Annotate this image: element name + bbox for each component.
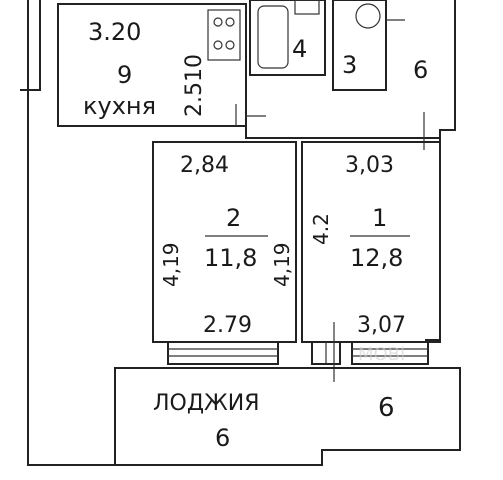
room-1-bottom-dim: 3,07 [357, 313, 406, 338]
hall-wall [245, 126, 440, 139]
bathroom: 4 [249, 0, 326, 76]
hall-area: 6 [245, 56, 440, 150]
burner-icon [225, 40, 235, 50]
kitchen-walls [57, 3, 247, 127]
sink-icon [294, 0, 320, 15]
bathroom-walls [249, 0, 326, 76]
window-frame [167, 341, 279, 365]
bathroom-number: 4 [292, 35, 307, 63]
toilet-number: 3 [342, 51, 357, 79]
kitchen-room: 3.20 9 кухня 2.510 [57, 3, 266, 127]
room-2-window [167, 341, 279, 365]
toilet-icon [355, 3, 381, 29]
room-2-right-dim: 4,19 [270, 242, 294, 287]
kitchen-door-mark [235, 104, 266, 126]
kitchen-number: 9 [117, 61, 132, 89]
room-1-window [351, 341, 429, 365]
room-1-top-dim: 3,03 [345, 153, 394, 178]
room-2-bottom-dim: 2.79 [203, 313, 252, 338]
left-wall-step [20, 0, 41, 91]
left-outer-wall [27, 0, 115, 466]
watermark-mark: MOBI [358, 344, 405, 365]
room-2-area: 11,8 [204, 244, 257, 272]
room-1-number: 1 [372, 204, 387, 232]
burner-icon [213, 17, 223, 27]
bathtub-icon [257, 5, 289, 69]
hall-number: 6 [413, 56, 428, 84]
room-2-number: 2 [226, 204, 241, 232]
burner-icon [213, 40, 223, 50]
burner-icon [225, 17, 235, 27]
toilet-walls [332, 0, 387, 91]
loggia: ЛОДЖИЯ 6 6 [114, 367, 461, 466]
windows [167, 322, 429, 382]
loggia-area: 6 [215, 424, 230, 452]
room-2-top-dim: 2,84 [180, 153, 229, 178]
balcony-area: 6 [378, 393, 395, 423]
room-1-area: 12,8 [350, 244, 403, 272]
room-2: 2,84 4,19 4,19 2 11,8 2.79 [152, 141, 297, 343]
kitchen-height-label: 2.510 [182, 54, 207, 117]
room-1: 3,03 4.2 1 12,8 3,07 [301, 141, 441, 343]
right-outer-wall [425, 0, 456, 341]
toilet-room: 3 [332, 0, 405, 91]
window-frame [351, 341, 429, 365]
loggia-outline [114, 367, 461, 466]
loggia-name: ЛОДЖИЯ [153, 391, 260, 416]
room-2-left-dim: 4,19 [159, 242, 183, 287]
kitchen-name: кухня [83, 92, 156, 120]
outer-walls [20, 0, 456, 466]
room-1-left-dim: 4.2 [309, 213, 333, 245]
balcony-door [311, 322, 341, 382]
kitchen-width-label: 3.20 [88, 18, 141, 46]
stove-icon [207, 9, 241, 61]
